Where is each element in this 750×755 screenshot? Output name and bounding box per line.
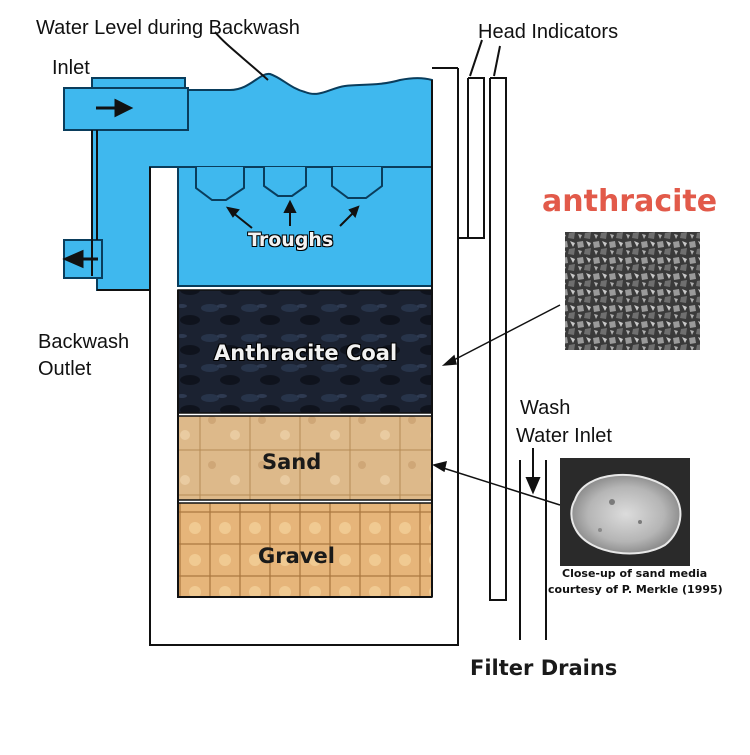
tank-walls <box>91 67 459 646</box>
wash-water-arrow <box>525 448 541 495</box>
anthracite-layer <box>177 289 433 414</box>
filter-drains-label: Filter Drains <box>470 656 618 680</box>
sand-layer <box>177 415 433 501</box>
flow-arrows <box>62 98 134 269</box>
inlet-label: Inlet <box>52 57 90 79</box>
anthracite-photo-title: anthracite <box>542 184 718 219</box>
water-level-pointer <box>214 31 269 81</box>
head-indicator-tubes <box>458 77 507 601</box>
head-indicator-pointers <box>469 39 501 77</box>
head-indicators-label: Head Indicators <box>478 21 619 43</box>
sand-photo-caption-line2: courtesy of P. Merkle (1995) <box>548 583 723 596</box>
troughs-label: Troughs <box>248 229 334 251</box>
anthracite-photo <box>565 232 700 350</box>
wash-water-label-line1: Wash <box>520 397 571 419</box>
backwash-outlet-label-line2: Outlet <box>38 358 92 380</box>
sand-media-photo <box>560 458 690 566</box>
sand-label: Sand <box>262 450 322 474</box>
gravel-layer <box>177 502 433 598</box>
gravel-label: Gravel <box>258 544 335 568</box>
wash-water-label-line2: Water Inlet <box>516 425 612 447</box>
water-level-label: Water Level during Backwash <box>36 17 300 39</box>
trough-arrows <box>225 199 360 229</box>
wash-water-pipe <box>519 460 547 640</box>
callout-arrows <box>432 304 561 506</box>
sand-photo-caption-line1: Close-up of sand media <box>562 567 708 580</box>
backwash-outlet-label-line1: Backwash <box>38 331 130 353</box>
anthracite-coal-label: Anthracite Coal <box>214 341 398 365</box>
troughs <box>195 167 383 201</box>
